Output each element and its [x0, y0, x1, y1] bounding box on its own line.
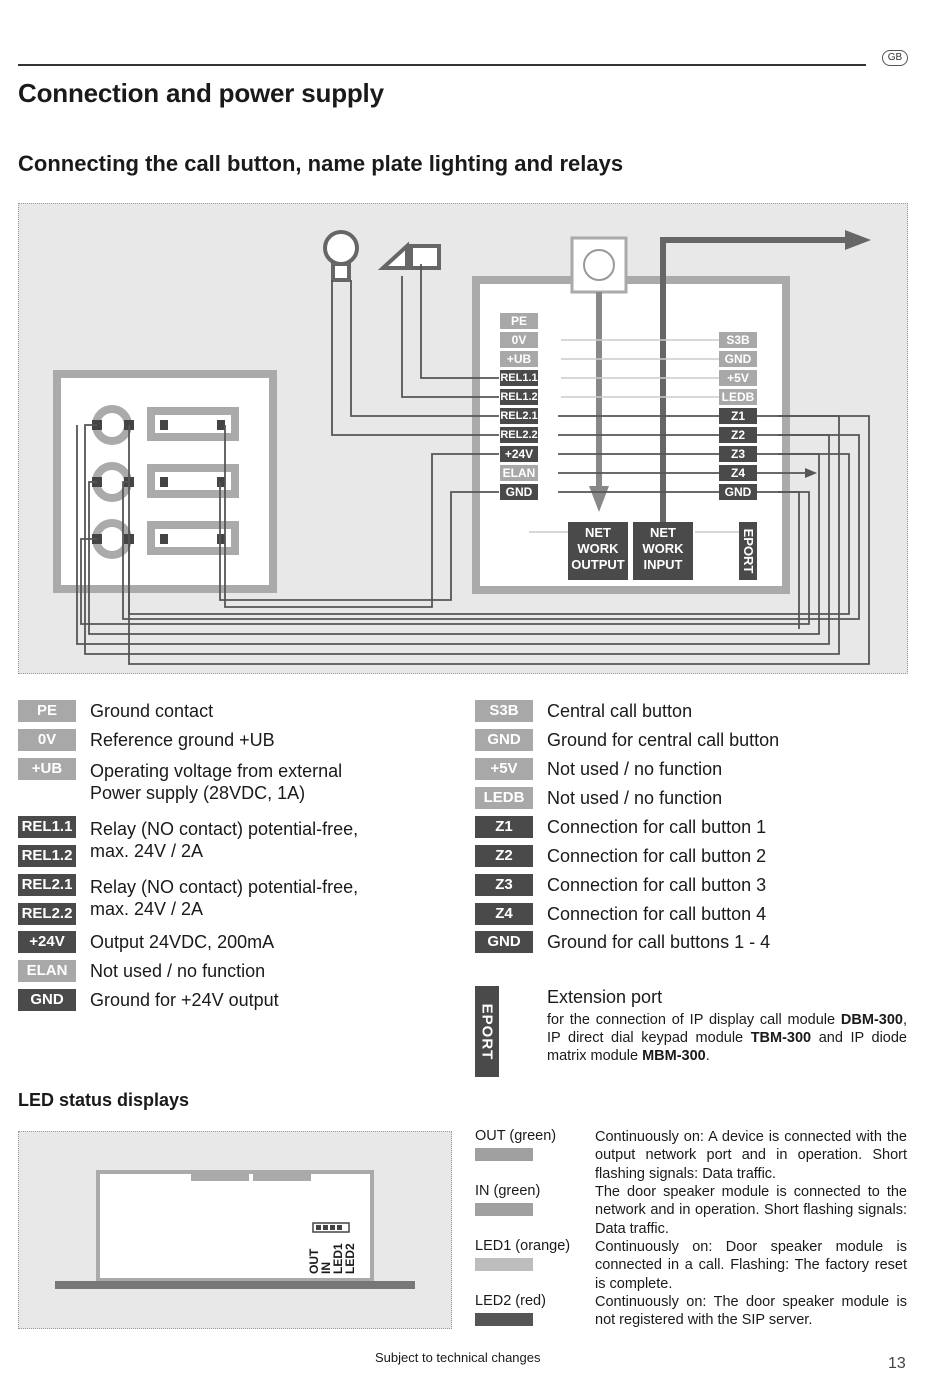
- terminal-rel1-1: REL1.1: [500, 370, 538, 386]
- led-label-led2: LED2 (red): [475, 1293, 546, 1309]
- terminal-z2: Z2: [719, 427, 757, 443]
- eport-title: Extension port: [547, 987, 663, 1007]
- legend-desc-5v: Not used / no function: [547, 759, 723, 779]
- terminal-rel2-2: REL2.2: [500, 427, 538, 443]
- terminal-gnd-right: GND: [719, 484, 757, 500]
- terminal-pe: PE: [500, 313, 538, 329]
- legend-desc-rel1: Relay (NO contact) potential-free, max. …: [90, 819, 359, 861]
- terminal-elan: ELAN: [500, 465, 538, 481]
- header-rule: [18, 64, 866, 66]
- legend-tag-5v: +5V: [475, 758, 533, 780]
- led-text-led1: Continuously on: Door speaker module is …: [595, 1239, 907, 1292]
- legend-tag-ledb: LEDB: [475, 787, 533, 809]
- legend-desc-pe: Ground contact: [90, 701, 214, 721]
- door-opener-icon: [377, 241, 409, 270]
- terminal-5v: +5V: [719, 370, 757, 386]
- legend-desc-rel2: Relay (NO contact) potential-free, max. …: [90, 877, 359, 919]
- legend-tag-s3b: S3B: [475, 700, 533, 722]
- legend-tag-eport: EPORT: [475, 986, 499, 1077]
- terminal-0v: 0V: [500, 332, 538, 348]
- legend-tag-gnd: GND: [18, 989, 76, 1011]
- terminal-z3: Z3: [719, 446, 757, 462]
- legend-tag-elan: ELAN: [18, 960, 76, 982]
- legend-desc-elan: Not used / no function: [90, 961, 266, 981]
- footer-note: Subject to technical changes: [375, 1350, 541, 1365]
- legend-desc-ub: Operating voltage from external Power su…: [90, 761, 343, 803]
- network-input-port: NET WORK INPUT: [633, 522, 693, 580]
- led-swatch-in: [475, 1203, 533, 1216]
- led-text-led2: Continuously on: The door speaker module…: [595, 1294, 907, 1329]
- terminal-gnd-left: GND: [500, 484, 538, 500]
- legend-desc-z2: Connection for call button 2: [547, 846, 767, 866]
- legend-desc-0v: Reference ground +UB: [90, 730, 275, 750]
- legend-desc-s3b: Central call button: [547, 701, 693, 721]
- page-title: Connection and power supply: [18, 78, 384, 108]
- legend-tag-24v: +24V: [18, 931, 76, 953]
- legend-desc-ledb: Not used / no function: [547, 788, 723, 808]
- terminal-rel1-2: REL1.2: [500, 389, 538, 405]
- terminal-ledb: LEDB: [719, 389, 757, 405]
- language-badge: GB: [882, 50, 908, 66]
- legend-tag-z1: Z1: [475, 816, 533, 838]
- legend-tag-gnd-buttons: GND: [475, 931, 533, 953]
- legend-desc-gnd-central: Ground for central call button: [547, 730, 780, 750]
- led-panel-illustration: OUT IN LED1 LED2: [18, 1131, 452, 1329]
- terminal-rel2-1: REL2.1: [500, 408, 538, 424]
- terminal-z4: Z4: [719, 465, 757, 481]
- terminal-z1: Z1: [719, 408, 757, 424]
- led-swatch-led2: [475, 1313, 533, 1326]
- network-output-port: NET WORK OUTPUT: [568, 522, 628, 580]
- eport-connector: EPORT: [739, 522, 757, 580]
- legend-tag-z2: Z2: [475, 845, 533, 867]
- led-swatch-led1: [475, 1258, 533, 1271]
- legend-tag-rel2-2: REL2.2: [18, 903, 76, 925]
- led-text-out: Continuously on: A device is connected w…: [595, 1129, 907, 1182]
- terminal-24v: +24V: [500, 446, 538, 462]
- legend-tag-rel1-2: REL1.2: [18, 845, 76, 867]
- lamp-icon: [323, 230, 359, 266]
- page-number: 13: [888, 1355, 906, 1372]
- legend-desc-gnd: Ground for +24V output: [90, 990, 279, 1010]
- legend-desc-z3: Connection for call button 3: [547, 875, 767, 895]
- legend-tag-z4: Z4: [475, 903, 533, 925]
- legend-desc-z4: Connection for call button 4: [547, 904, 767, 924]
- legend-tag-rel1-1: REL1.1: [18, 816, 76, 838]
- legend-tag-z3: Z3: [475, 874, 533, 896]
- legend-tag-rel2-1: REL2.1: [18, 874, 76, 896]
- led-label-in: IN (green): [475, 1183, 541, 1199]
- legend-tag-ub: +UB: [18, 758, 76, 780]
- led-label-out: OUT (green): [475, 1128, 557, 1144]
- legend-tag-0v: 0V: [18, 729, 76, 751]
- led-text-in: The door speaker module is connected to …: [595, 1184, 907, 1237]
- legend-desc-24v: Output 24VDC, 200mA: [90, 932, 275, 952]
- lamp-base: [331, 262, 351, 282]
- led-swatch-out: [475, 1148, 533, 1161]
- terminal-gnd-s3b: GND: [719, 351, 757, 367]
- section-title: Connecting the call button, name plate l…: [18, 151, 624, 176]
- led-panel-labels: OUT IN LED1 LED2: [307, 1243, 357, 1274]
- legend-desc-z1: Connection for call button 1: [547, 817, 767, 837]
- legend-desc-gnd-buttons: Ground for call buttons 1 - 4: [547, 932, 771, 952]
- eport-description: for the connection of IP display call mo…: [547, 1012, 907, 1064]
- terminal-ub: +UB: [500, 351, 538, 367]
- terminal-s3b: S3B: [719, 332, 757, 348]
- led-section-title: LED status displays: [18, 1090, 190, 1110]
- legend-tag-gnd-central: GND: [475, 729, 533, 751]
- wiring-diagram: PE 0V +UB REL1.1 REL1.2 REL2.1 REL2.2 +2…: [18, 203, 908, 674]
- wiring-diagram-svg: [53, 230, 871, 665]
- legend-tag-pe: PE: [18, 700, 76, 722]
- led-label-led1: LED1 (orange): [475, 1238, 571, 1254]
